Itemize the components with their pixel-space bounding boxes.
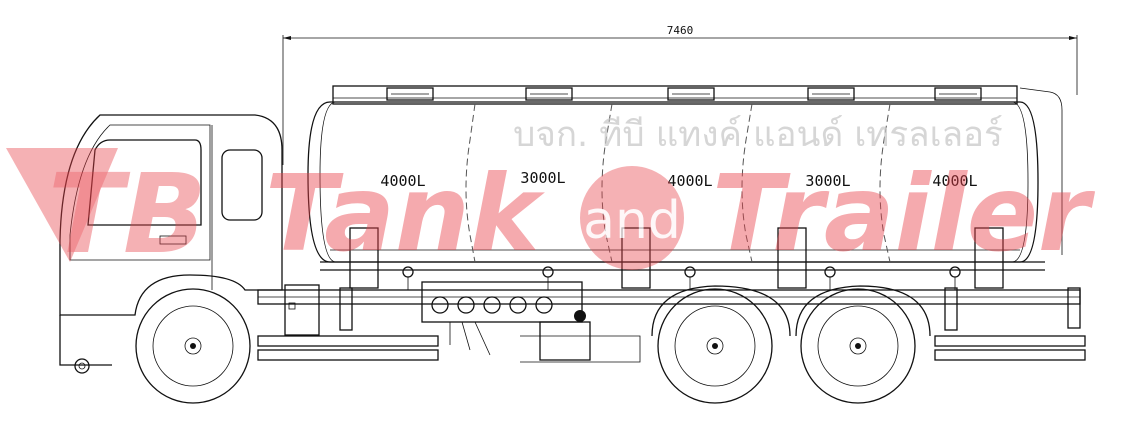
- overall-length-label: 7460: [667, 24, 694, 37]
- manhole-covers: [386, 87, 982, 101]
- watermark-company-thai: บจก. ทีบี แทงค์ แอนด์ เทรลเลอร์: [513, 115, 1003, 155]
- svg-text:TB: TB: [48, 150, 207, 278]
- compartment-4-capacity: 3000L: [805, 172, 850, 190]
- tank-body: 4000L 3000L 4000L 3000L 4000L: [307, 85, 1063, 271]
- truck-cab: [59, 114, 320, 374]
- tank-supports: [349, 227, 1004, 290]
- watermark-and-circle: [580, 166, 684, 270]
- chassis-frame: [257, 281, 1086, 363]
- compartment-2-capacity: 3000L: [520, 169, 565, 187]
- compartment-3-capacity: 4000L: [667, 172, 712, 190]
- company-watermark: บจก. ทีบี แทงค์ แอนด์ เทรลเลอร์ TB Tank …: [6, 115, 1096, 278]
- dimension-line: 7460: [282, 24, 1078, 165]
- compartment-1-capacity: 4000L: [380, 172, 425, 190]
- watermark-word-trailer: Trailer: [712, 153, 1096, 275]
- wheels: [135, 288, 916, 404]
- watermark-word-and: and: [583, 191, 681, 251]
- watermark-word-tank: Tank: [265, 153, 546, 275]
- compartment-5-capacity: 4000L: [932, 172, 977, 190]
- tb-logo-mark: TB: [6, 148, 207, 278]
